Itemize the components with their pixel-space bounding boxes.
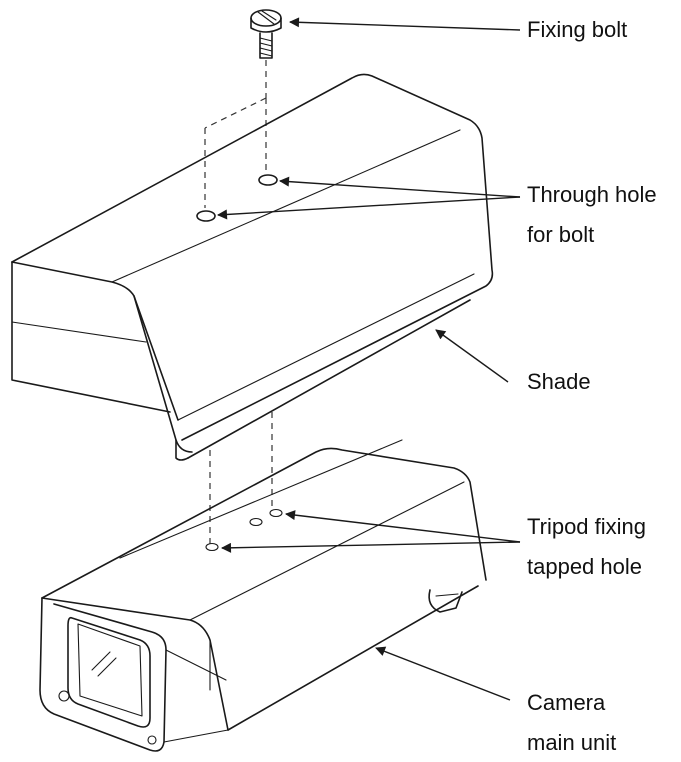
shade (11, 73, 494, 461)
leader-fixing-bolt (289, 17, 521, 31)
tripod-guide-lines (209, 412, 273, 545)
label-camera-line2: main unit (527, 730, 617, 755)
leader-tripod-a (285, 510, 521, 543)
label-tripod-line1: Tripod fixing (527, 514, 647, 539)
label-fixing-bolt: Fixing bolt (527, 17, 628, 42)
label-through-hole-line1: Through hole (527, 182, 657, 207)
leader-through-hole-a (279, 176, 521, 198)
label-tripod-line2: tapped hole (527, 554, 642, 579)
camera-main-unit (39, 439, 487, 752)
leader-tripod-b (221, 541, 521, 553)
label-shade: Shade (527, 369, 591, 394)
bolt-guide-lines (204, 60, 267, 208)
leader-through-hole-b (217, 196, 521, 220)
leader-camera (375, 646, 511, 701)
leader-lines (217, 17, 521, 701)
label-through-hole-line2: for bolt (527, 222, 595, 247)
leader-shade (435, 329, 509, 383)
label-camera-line1: Camera (527, 690, 606, 715)
fixing-bolt (250, 9, 282, 59)
